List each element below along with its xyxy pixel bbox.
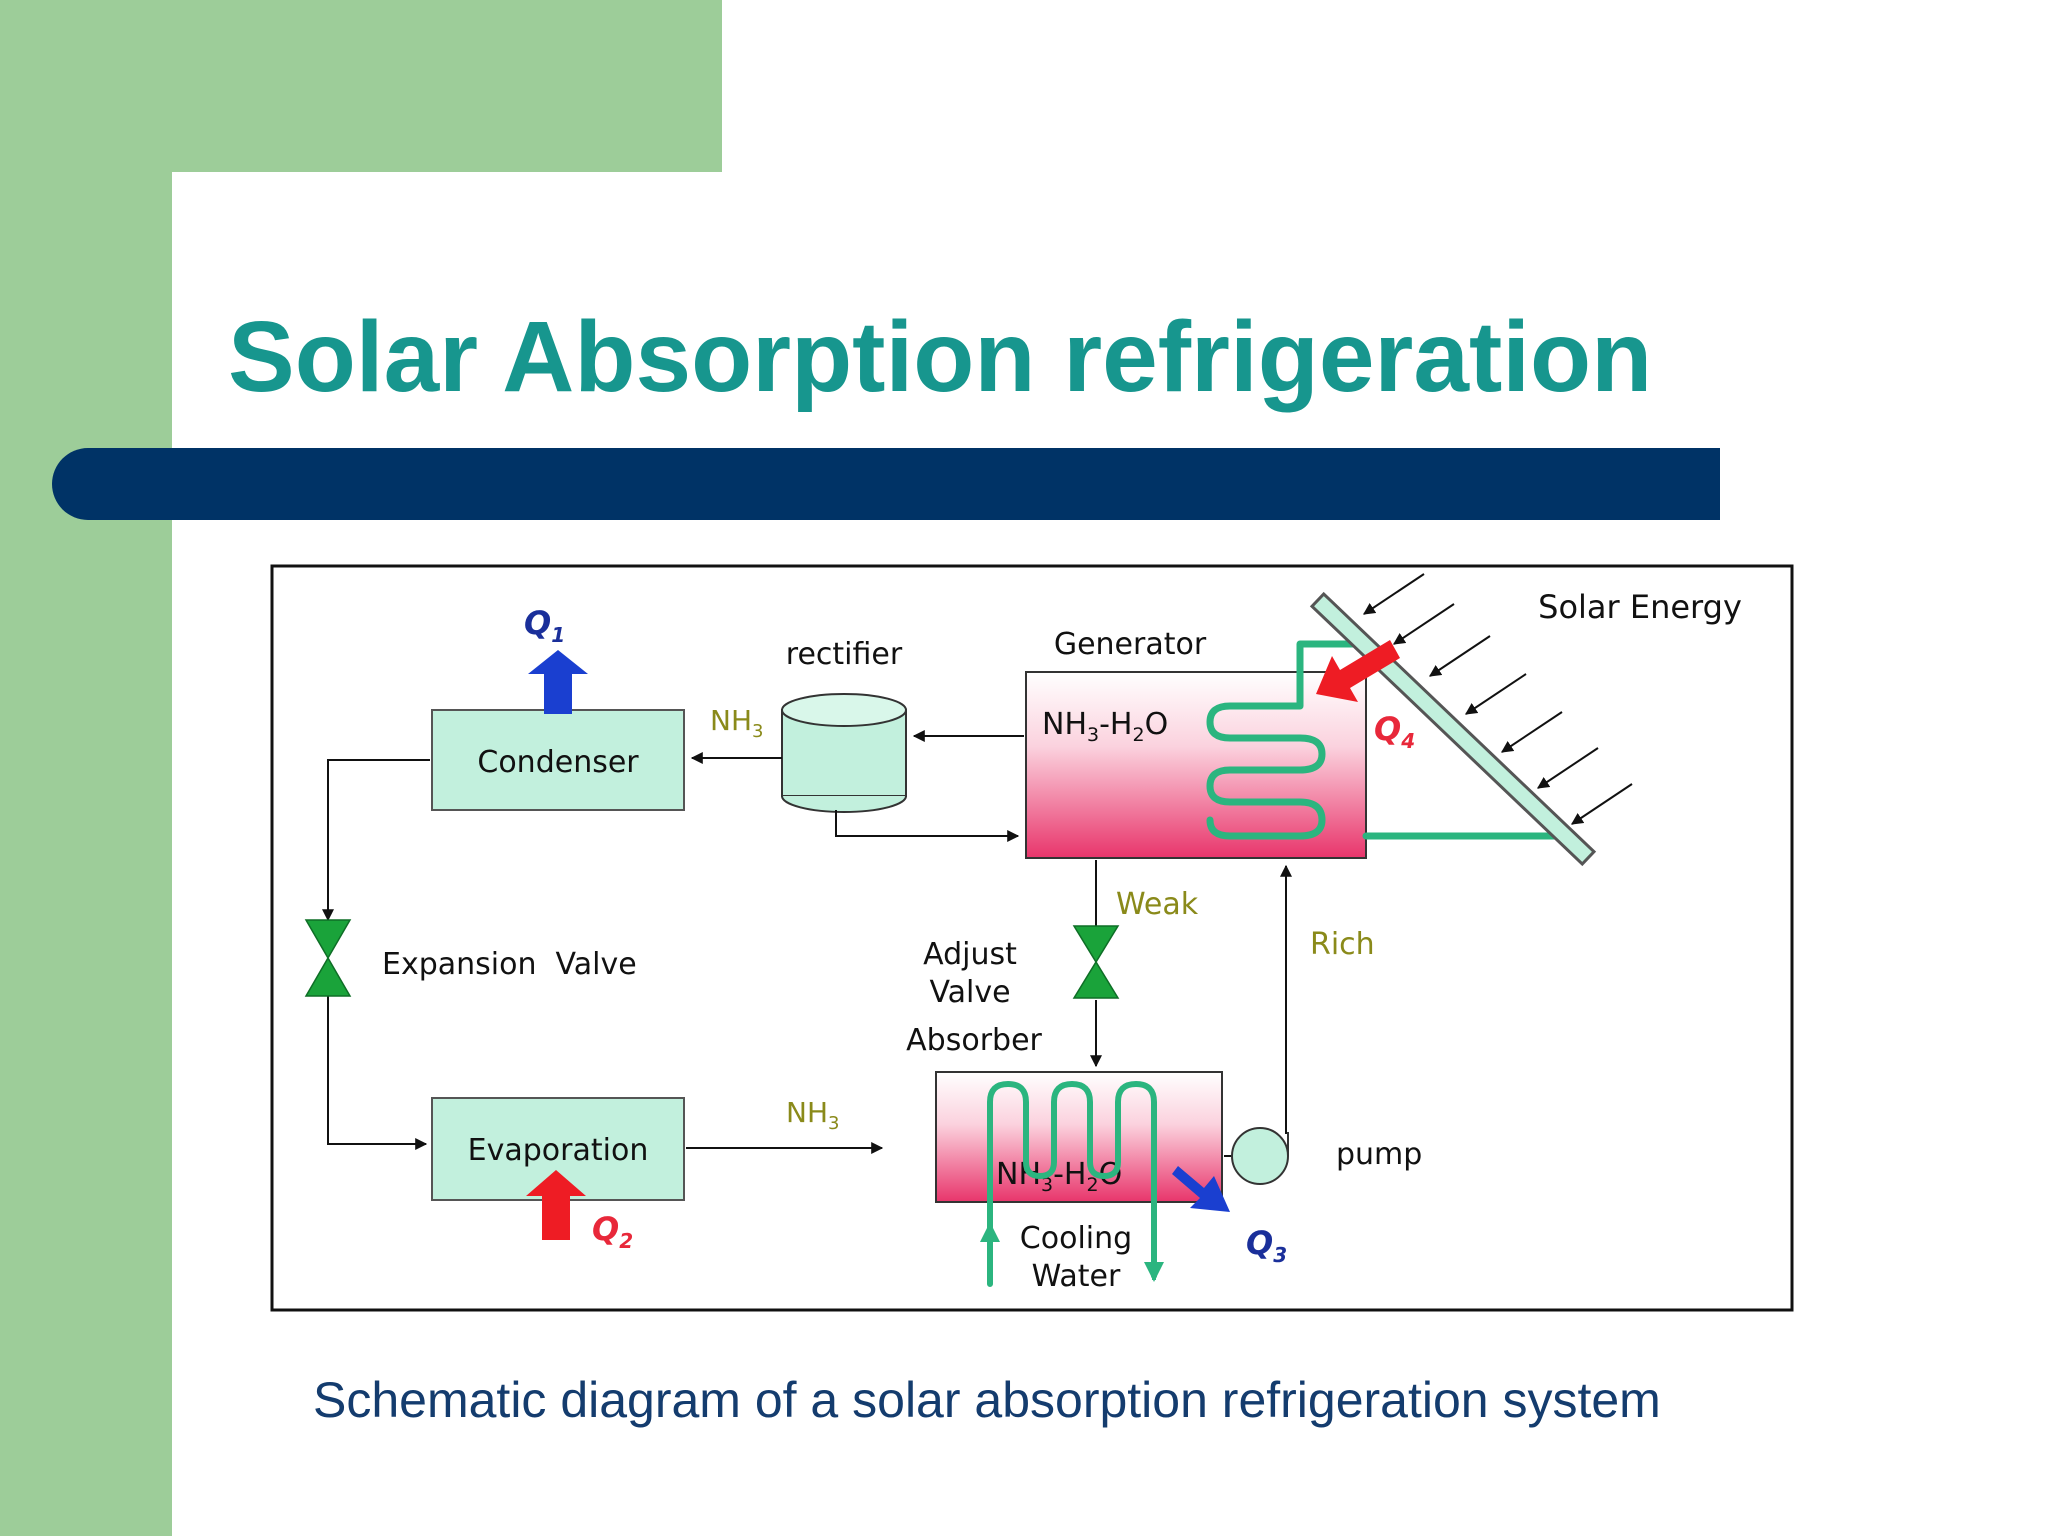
q4-label: Q4 — [1374, 710, 1415, 753]
generator-box — [1025, 671, 1367, 859]
generator-heating-coil — [1206, 640, 1564, 840]
condenser-label: Condenser — [477, 745, 639, 780]
absorber-box — [935, 1071, 1223, 1203]
nh3-vapor-label-bottom: NH3 — [786, 1096, 839, 1134]
adjust-valve-icon — [1072, 925, 1120, 999]
absorber-label: Absorber — [906, 1023, 1042, 1058]
solar-rays — [1363, 573, 1633, 825]
title-underline-band — [52, 448, 1720, 520]
cooling-water-coil — [987, 1081, 1157, 1287]
q2-label: Q2 — [592, 1210, 633, 1253]
generator-solution-label: NH3-H2O — [1042, 707, 1168, 746]
nh3-vapor-label-top: NH3 — [710, 704, 763, 742]
solar-collector-panel — [1309, 591, 1597, 867]
pump-label: pump — [1336, 1137, 1422, 1172]
rectifier-tank — [781, 693, 907, 813]
absorption-system-diagram: Condenser Q1 rectifier NH3 NH3-H2O Gener… — [270, 564, 1794, 1312]
background-green-top — [0, 0, 722, 172]
solar-energy-label: Solar Energy — [1538, 588, 1742, 626]
q4-heat-in-arrow-icon — [1316, 640, 1400, 702]
absorber-tank: NH3-H2O — [935, 1071, 1223, 1203]
cooling-water-label-line2: Water — [1032, 1259, 1121, 1294]
adjust-valve-label-line2: Valve — [929, 975, 1010, 1010]
cooling-water-label-line1: Cooling — [1020, 1221, 1132, 1256]
adjust-valve-label-line1: Adjust — [923, 937, 1017, 972]
q3-label: Q3 — [1246, 1224, 1287, 1267]
condenser-unit: Condenser — [431, 709, 685, 811]
expansion-valve-label: Expansion Valve — [382, 947, 637, 982]
q2-heat-in-arrow-icon — [526, 1170, 586, 1240]
rich-solution-label: Rich — [1310, 927, 1375, 962]
expansion-valve-icon — [304, 919, 352, 997]
slide-title: Solar Absorption refrigeration — [228, 301, 1653, 413]
diagram-caption: Schematic diagram of a solar absorption … — [313, 1372, 1661, 1428]
evaporator-label: Evaporation — [468, 1133, 649, 1168]
q3-heat-out-arrow-icon — [1172, 1166, 1230, 1212]
pump-icon — [1231, 1127, 1289, 1185]
q1-heat-out-arrow-icon — [528, 650, 588, 714]
q1-label: Q1 — [524, 604, 565, 647]
refrigerant-flow-lines — [322, 730, 1292, 1162]
weak-solution-label: Weak — [1116, 887, 1199, 922]
generator-label: Generator — [1054, 627, 1207, 662]
background-green-sidebar — [0, 0, 172, 1536]
rectifier-label: rectifier — [786, 637, 903, 672]
generator-tank: NH3-H2O — [1025, 671, 1367, 859]
